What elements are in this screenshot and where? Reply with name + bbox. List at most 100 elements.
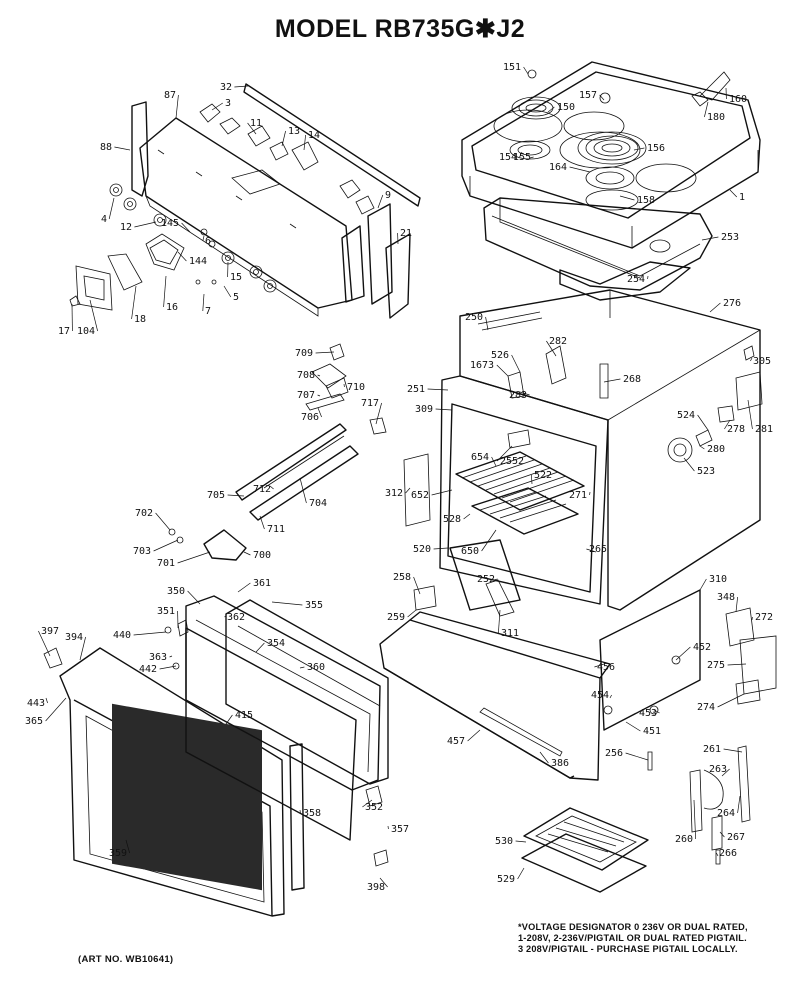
part-label-528: 528 <box>443 514 461 525</box>
part-label-261: 261 <box>703 744 721 755</box>
leader-line-311 <box>498 609 501 634</box>
leader-line-13 <box>281 130 286 147</box>
leader-line-415 <box>225 714 233 725</box>
part-label-158: 158 <box>637 195 655 206</box>
part-label-440: 440 <box>113 630 131 641</box>
leader-line-264 <box>737 795 741 814</box>
leader-line-145 <box>181 222 191 233</box>
leader-line-310 <box>699 578 707 591</box>
voltage-designator-note: *VOLTAGE DESIGNATOR 0 236V OR DUAL RATED… <box>518 922 788 955</box>
leader-line-18 <box>131 285 137 320</box>
leader-line-263 <box>721 768 730 777</box>
cooktop-assembly <box>461 61 761 301</box>
part-label-88: 88 <box>100 142 112 153</box>
part-label-104: 104 <box>77 326 95 337</box>
part-label-265: 265 <box>589 544 607 555</box>
part-label-710: 710 <box>347 382 365 393</box>
part-label-352: 352 <box>365 802 383 813</box>
leader-line-442 <box>159 665 177 670</box>
leader-line-452 <box>675 646 691 661</box>
part-label-652: 652 <box>411 490 429 501</box>
leader-line-5 <box>223 285 232 298</box>
leader-line-150 <box>547 106 555 113</box>
leader-line-154 <box>519 151 523 158</box>
part-label-707: 707 <box>297 390 315 401</box>
leader-line-305 <box>750 357 753 362</box>
leader-line-451 <box>625 721 641 732</box>
leader-line-266 <box>716 852 719 857</box>
part-label-451: 451 <box>643 726 661 737</box>
leader-line-526 <box>511 354 521 373</box>
part-label-522: 522 <box>534 470 552 481</box>
leader-line-700 <box>243 551 251 556</box>
note-line: 1-208V, 2-236V/PIGTAIL OR DUAL RATED PIG… <box>518 933 747 943</box>
part-label-16: 16 <box>166 302 178 313</box>
leader-line-652 <box>431 489 453 496</box>
part-label-21: 21 <box>400 228 412 239</box>
part-label-309: 309 <box>415 404 433 415</box>
part-label-278: 278 <box>727 424 745 435</box>
leader-line-704 <box>299 477 307 504</box>
part-label-156: 156 <box>647 143 665 154</box>
part-label-15: 15 <box>230 272 242 283</box>
part-label-703: 703 <box>133 546 151 557</box>
part-label-362: 362 <box>227 612 245 623</box>
part-label-155: 155 <box>513 152 531 163</box>
part-label-283: 283 <box>509 390 527 401</box>
part-label-13: 13 <box>288 126 300 137</box>
leader-line-267 <box>719 831 725 838</box>
part-label-271: 271 <box>569 490 587 501</box>
leader-line-268 <box>603 378 621 383</box>
leader-line-1 <box>729 189 738 198</box>
part-label-452: 452 <box>693 642 711 653</box>
part-label-157: 157 <box>579 90 597 101</box>
part-label-397: 397 <box>41 626 59 637</box>
part-label-359: 359 <box>109 848 127 859</box>
leader-line-157 <box>599 94 605 101</box>
part-label-386: 386 <box>551 758 569 769</box>
leader-line-348 <box>735 596 738 613</box>
leader-line-14 <box>303 134 306 151</box>
leader-line-282 <box>546 340 557 357</box>
part-label-6: 6 <box>205 236 211 247</box>
part-label-350: 350 <box>167 586 185 597</box>
leader-line-708 <box>317 374 321 377</box>
leader-line-523 <box>683 457 695 472</box>
part-label-454: 454 <box>591 690 609 701</box>
part-label-1: 1 <box>739 192 745 203</box>
leader-line-12 <box>134 221 157 228</box>
leader-line-3 <box>211 102 223 111</box>
part-label-3: 3 <box>225 98 231 109</box>
part-label-310: 310 <box>709 574 727 585</box>
leader-line-702 <box>155 512 171 531</box>
part-label-4: 4 <box>101 214 107 225</box>
leader-line-706 <box>317 407 322 418</box>
part-label-258: 258 <box>393 572 411 583</box>
part-label-2552: 2552 <box>500 456 524 467</box>
leader-line-158 <box>619 195 635 201</box>
part-label-524: 524 <box>677 410 695 421</box>
part-label-263: 263 <box>709 764 727 775</box>
part-label-264: 264 <box>717 808 735 819</box>
leader-line-705 <box>227 494 245 497</box>
part-label-360: 360 <box>307 662 325 673</box>
part-label-354: 354 <box>267 638 285 649</box>
leader-line-312 <box>405 487 411 494</box>
part-label-398: 398 <box>367 882 385 893</box>
leader-line-650 <box>481 529 497 552</box>
part-label-443: 443 <box>27 698 45 709</box>
leader-line-365 <box>45 697 67 722</box>
leader-line-283 <box>519 391 530 396</box>
part-label-268: 268 <box>623 374 641 385</box>
part-label-14: 14 <box>308 130 320 141</box>
leader-line-362 <box>224 615 227 618</box>
leader-line-9 <box>377 194 384 209</box>
part-label-5: 5 <box>233 292 239 303</box>
part-label-453: 453 <box>639 708 657 719</box>
leader-line-180 <box>704 101 709 118</box>
part-label-357: 357 <box>391 824 409 835</box>
part-label-311: 311 <box>501 628 519 639</box>
part-label-18: 18 <box>134 314 146 325</box>
